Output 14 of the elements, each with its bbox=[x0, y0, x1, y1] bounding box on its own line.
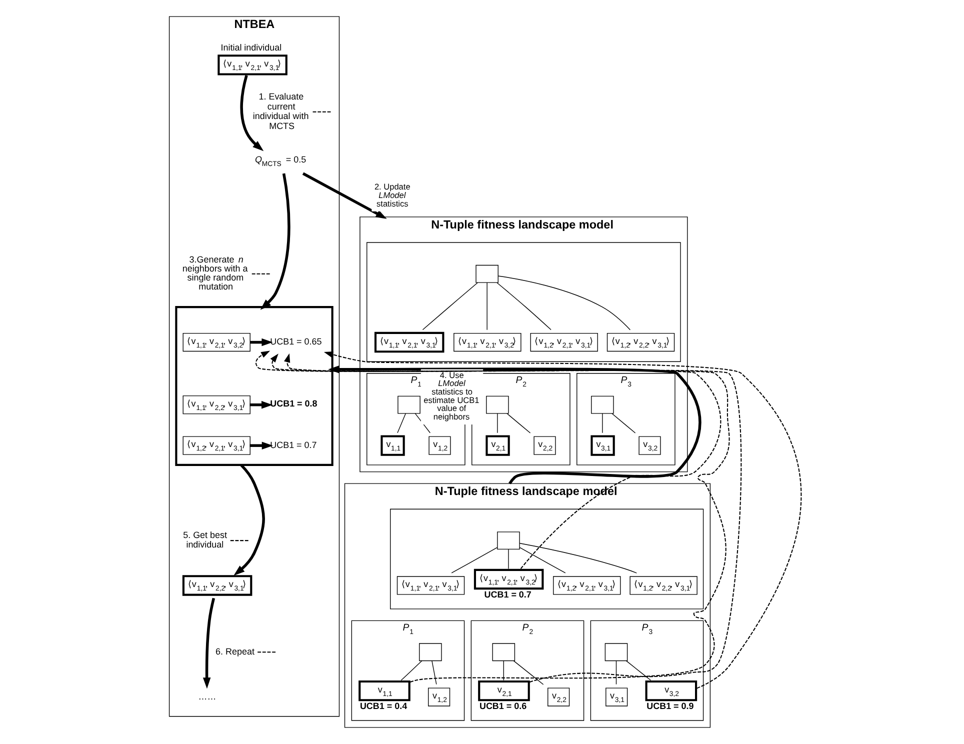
node-text: UCB1 = 0.65 bbox=[270, 336, 322, 347]
node-text: 6. Repeat bbox=[215, 646, 254, 656]
node-label: Initial individual bbox=[220, 42, 282, 53]
node-label: UCB1 = 0.9 bbox=[646, 701, 694, 712]
node-label: UCB1 = 0.4 bbox=[359, 701, 407, 712]
node-label: UCB1 = 0.7 bbox=[484, 589, 531, 600]
node-text: 1. Evaluate current individual with MCTS bbox=[252, 92, 308, 131]
node-text: UCB1 = 0.8 bbox=[270, 398, 317, 408]
node-text: 5. Get best individual bbox=[182, 530, 226, 550]
node-label: UCB1 = 0.6 bbox=[478, 701, 526, 712]
node-text: Q$_{MCTS}$ = 0.5 bbox=[254, 154, 306, 168]
node-text: UCB1 = 0.7 bbox=[270, 440, 316, 450]
node-text: …… bbox=[198, 691, 216, 702]
node-text: 3.Generate n neighbors with a single random mutation bbox=[182, 254, 248, 292]
